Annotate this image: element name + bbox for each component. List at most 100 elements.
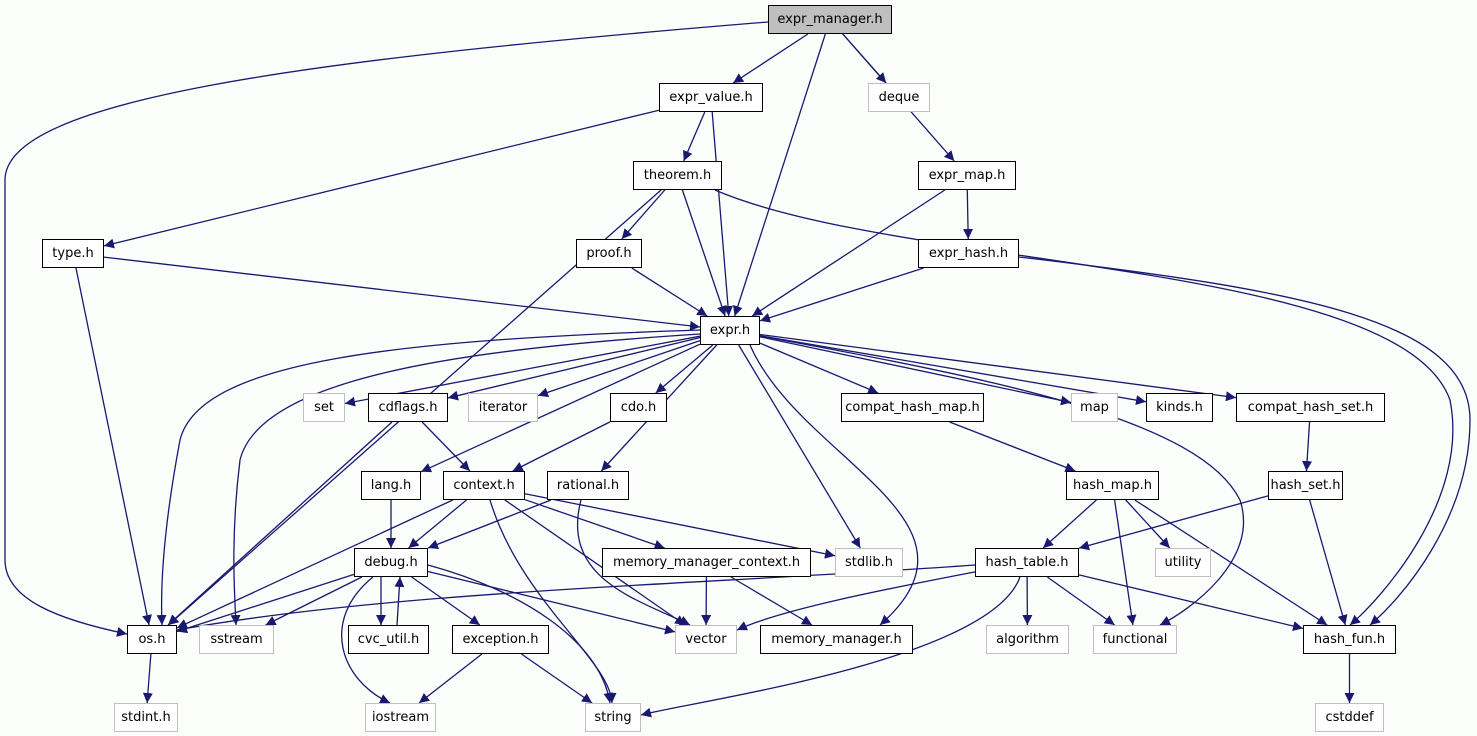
edge-expr-manager-to-os: [4, 21, 769, 637]
edge-expr-to-compat-hash-map: [759, 342, 879, 394]
edge-cdflags-to-os: [167, 421, 393, 626]
edge-hash-map-to-hash-table: [1042, 499, 1097, 549]
node-sstream: sstream: [199, 625, 274, 654]
edge-type-to-os: [75, 267, 152, 626]
edge-debug-to-iostream: [341, 576, 391, 704]
node-stdlib-h: stdlib.h: [835, 548, 903, 577]
node-hash-table-h[interactable]: hash_table.h: [975, 548, 1079, 577]
node-iostream: iostream: [365, 703, 436, 732]
node-proof-h[interactable]: proof.h: [576, 239, 642, 268]
edge-hash-map-to-hash-fun: [1134, 499, 1328, 626]
edge-expr-to-memory-manager: [749, 344, 919, 626]
node-string: string: [585, 703, 641, 732]
node-exception-h[interactable]: exception.h: [452, 625, 549, 654]
node-memory-manager-context-h[interactable]: memory_manager_context.h: [602, 548, 811, 577]
edge-context-to-vector: [504, 499, 686, 626]
node-memory-manager-h[interactable]: memory_manager.h: [760, 625, 913, 654]
edge-exception-to-iostream: [418, 653, 483, 704]
edge-expr-hash-to-expr: [759, 267, 924, 323]
edge-debug-to-string: [427, 564, 614, 704]
edge-hash-table-to-vector: [736, 569, 986, 631]
node-expr-h[interactable]: expr.h: [700, 316, 760, 345]
edge-context-to-stdlib: [524, 493, 836, 559]
node-cdo-h[interactable]: cdo.h: [610, 393, 667, 422]
node-stdint-h: stdint.h: [114, 703, 178, 732]
edge-expr-to-map: [759, 336, 1072, 406]
node-theorem-h[interactable]: theorem.h: [633, 161, 722, 190]
edge-expr-value-to-type: [103, 109, 660, 249]
edge-hash-set-to-hash-fun: [1309, 499, 1348, 626]
edge-expr-hash-to-hash-fun: [1018, 256, 1471, 626]
node-iterator: iterator: [468, 393, 538, 422]
edge-debug-to-sstream: [265, 576, 363, 626]
edge-hash-table-to-functional: [1046, 576, 1116, 626]
node-expr-map-h[interactable]: expr_map.h: [918, 161, 1016, 190]
node-map: map: [1071, 393, 1118, 422]
edge-context-to-debug: [408, 499, 467, 549]
edge-debug-to-exception: [411, 576, 481, 626]
node-kinds-h[interactable]: kinds.h: [1146, 393, 1213, 422]
edge-hash-table-to-hash-fun: [1078, 574, 1304, 631]
edge-cdflags-to-context: [421, 421, 471, 472]
edge-debug-to-vector: [427, 570, 676, 635]
node-compat-hash-map-h[interactable]: compat_hash_map.h: [841, 393, 984, 422]
edge-compat-hash-set-to-hash-set: [1302, 421, 1313, 472]
node-context-h[interactable]: context.h: [443, 471, 525, 500]
edge-context-to-memory-manager-context: [524, 499, 665, 550]
edge-context-to-os: [176, 499, 454, 629]
edge-theorem-to-expr: [681, 189, 727, 317]
node-compat-hash-set-h[interactable]: compat_hash_set.h: [1236, 393, 1385, 422]
edge-hash-map-to-functional: [1113, 499, 1137, 626]
node-hash-fun-h[interactable]: hash_fun.h: [1303, 625, 1396, 654]
edge-expr-to-functional: [759, 335, 1245, 626]
node-functional: functional: [1093, 625, 1177, 654]
edge-expr-map-to-expr: [751, 189, 946, 317]
edge-expr-to-sstream: [230, 333, 701, 626]
edge-theorem-to-proof: [621, 189, 666, 240]
node-expr-value-h[interactable]: expr_value.h: [659, 83, 763, 112]
edge-memory-manager-context-to-memory-manager: [730, 576, 813, 626]
node-os-h[interactable]: os.h: [127, 625, 177, 654]
edge-hash-map-to-utility: [1125, 499, 1171, 549]
edge-expr-to-compat-hash-set: [759, 333, 1237, 402]
edge-os-to-stdint: [142, 653, 153, 704]
node-cvc-util-h[interactable]: cvc_util.h: [348, 625, 429, 654]
edge-hash-set-to-hash-table: [1078, 495, 1269, 551]
edge-debug-to-os: [176, 573, 355, 634]
edge-context-to-string: [489, 499, 617, 704]
edge-cdo-to-context: [512, 421, 611, 472]
edge-expr-to-stdlib: [738, 344, 861, 549]
edge-rational-to-vector: [577, 499, 691, 626]
edge-exception-to-string: [521, 653, 593, 704]
edge-proof-to-expr: [631, 267, 708, 317]
edge-expr-to-cdo: [655, 344, 714, 394]
edge-expr-manager-to-expr-value: [732, 33, 809, 84]
node-deque: deque: [868, 83, 930, 112]
edge-expr-to-set: [344, 335, 701, 407]
node-set: set: [303, 393, 345, 422]
edge-expr-manager-to-expr: [732, 33, 826, 317]
node-algorithm: algorithm: [986, 625, 1069, 654]
edge-expr-to-iterator: [537, 340, 701, 398]
edge-rational-to-debug: [427, 499, 552, 550]
node-expr-hash-h[interactable]: expr_hash.h: [918, 239, 1019, 268]
node-cdflags-h[interactable]: cdflags.h: [368, 393, 448, 422]
edge-cvc-util-to-debug: [394, 576, 405, 626]
edge-expr-to-cdflags: [447, 337, 701, 401]
node-debug-h[interactable]: debug.h: [354, 548, 428, 577]
edge-expr-map-to-expr-hash: [963, 189, 974, 240]
edge-expr-to-kinds: [759, 334, 1147, 406]
node-type-h[interactable]: type.h: [42, 239, 104, 268]
node-hash-set-h[interactable]: hash_set.h: [1268, 471, 1343, 500]
edge-compat-hash-map-to-hash-map: [949, 421, 1076, 473]
node-lang-h[interactable]: lang.h: [361, 471, 421, 500]
node-rational-h[interactable]: rational.h: [547, 471, 629, 500]
edge-expr-value-to-theorem: [683, 111, 706, 162]
edge-expr-to-os: [156, 329, 701, 626]
node-hash-map-h[interactable]: hash_map.h: [1066, 471, 1159, 500]
edge-type-to-expr: [103, 256, 701, 331]
node-expr-manager-h: expr_manager.h: [768, 5, 892, 34]
node-utility: utility: [1155, 548, 1211, 577]
